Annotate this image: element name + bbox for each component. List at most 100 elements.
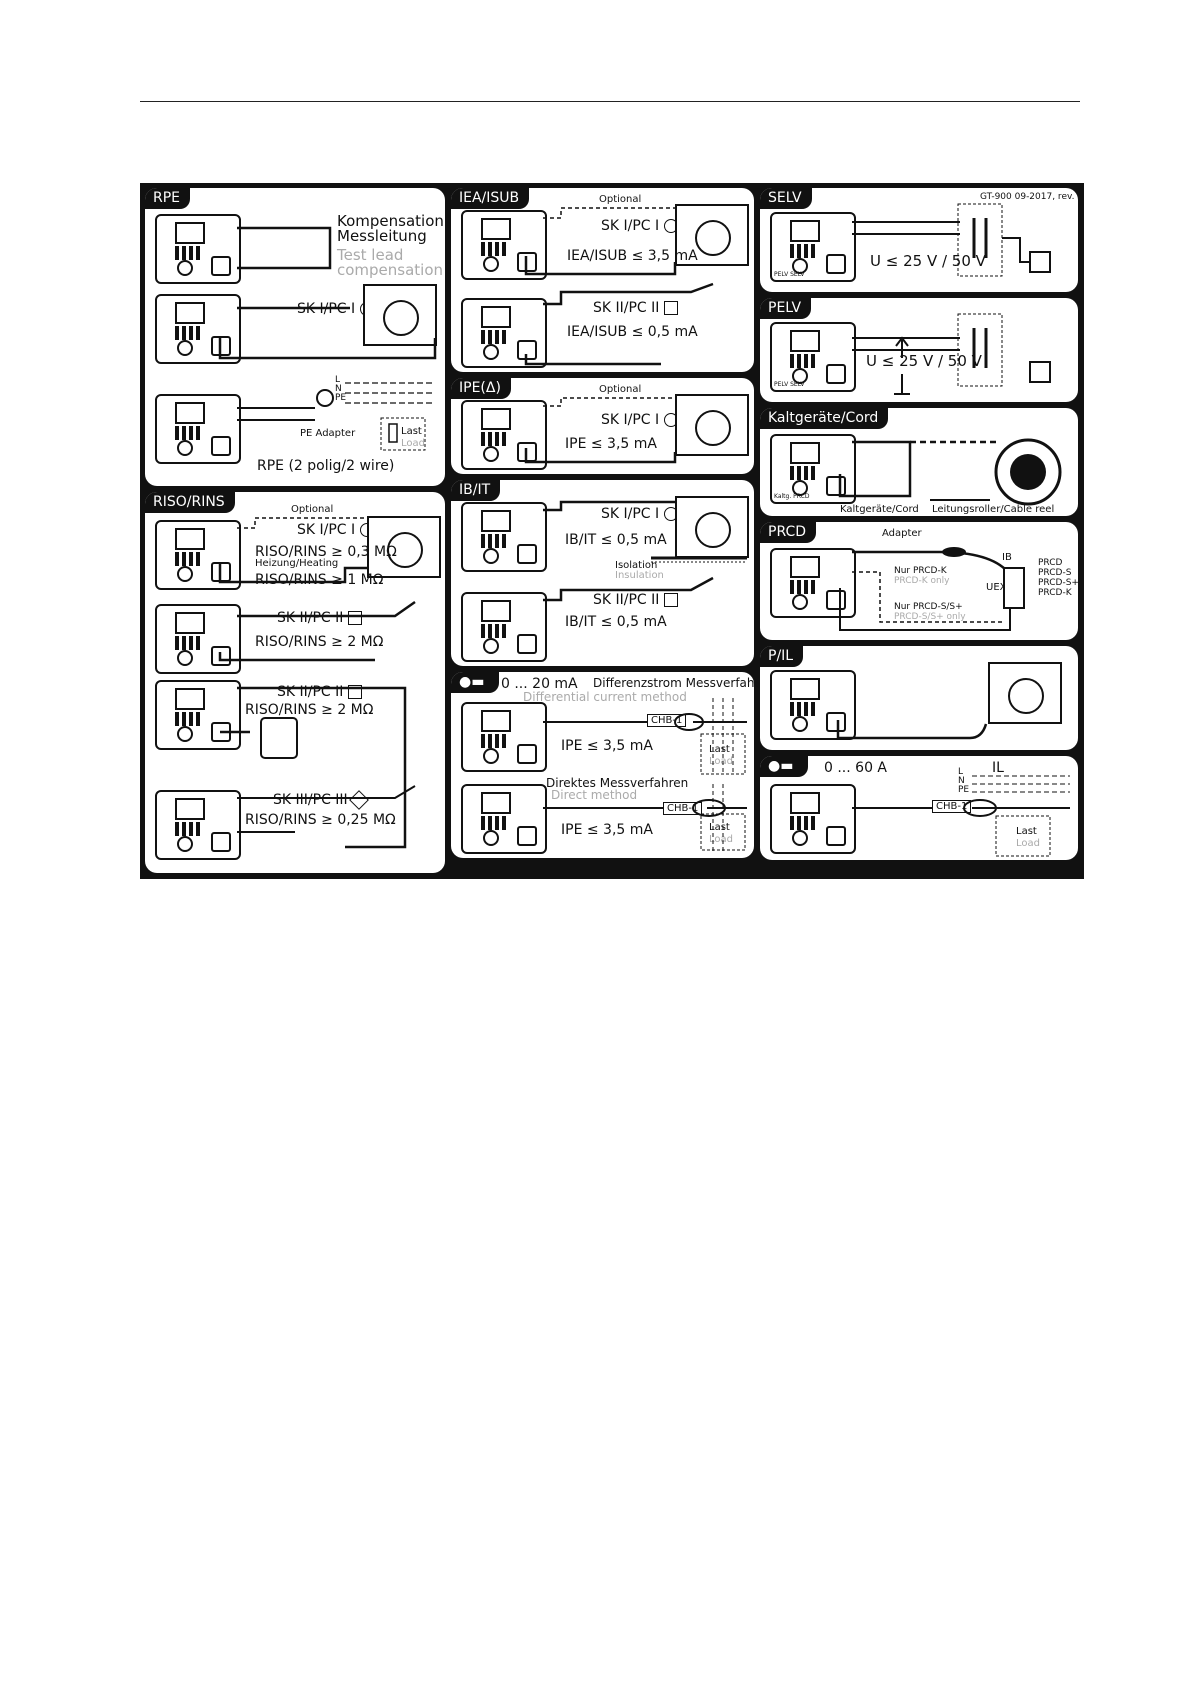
pe-adapter-label: PE Adapter xyxy=(300,428,356,439)
n-label: N xyxy=(335,384,342,394)
panel-riso-title: RISO/RINS xyxy=(145,492,235,513)
kaltgeraete-cord-label: Kaltgeräte/Cord xyxy=(840,504,919,515)
load-label: Load xyxy=(709,756,733,767)
diff-method-en: Differential current method xyxy=(523,690,687,704)
appliance-class-1 xyxy=(675,204,749,266)
l-label: L xyxy=(335,375,341,385)
riso-2b-label: RISO/RINS ≥ 2 MΩ xyxy=(245,702,374,718)
optional-label: Optional xyxy=(599,194,642,205)
riso-025-label: RISO/RINS ≥ 0,25 MΩ xyxy=(245,812,396,828)
adapter-label: Adapter xyxy=(882,528,922,539)
panel-p-il-title: P/IL xyxy=(760,646,804,667)
pelv-voltage-label: U ≤ 25 V / 50 V xyxy=(866,352,982,370)
direct-method-en: Direct method xyxy=(551,788,638,802)
rpe-2pol-label: RPE (2 polig/2 wire) xyxy=(257,458,395,474)
load-label: Load xyxy=(401,438,425,449)
lnpe-label: L N PE xyxy=(335,376,346,403)
prcd-k-only-en: PRCD-K only xyxy=(894,576,950,586)
prcd-type: PRCD xyxy=(1038,558,1063,568)
panel-kaltgeraete-title: Kaltgeräte/Cord xyxy=(760,408,889,429)
prcd-s-only-en: PRCD-S/S+ only xyxy=(894,612,966,622)
load-label: Load xyxy=(1016,838,1040,849)
panel-riso: RISO/RINS Optional SK I/PC I RISO/RINS ≥… xyxy=(145,492,445,873)
tester-device xyxy=(770,670,856,740)
prcd-type: PRCD-S+ xyxy=(1038,578,1078,588)
il-label: IL xyxy=(992,760,1004,776)
sk1-label: SK I/PC I xyxy=(601,412,678,428)
sk2-label: SK II/PC II xyxy=(593,300,678,316)
tester-device xyxy=(155,604,241,674)
appliance-class-1 xyxy=(363,284,437,346)
prcd-k-only-de: Nur PRCD-K xyxy=(894,566,947,576)
l-label: L xyxy=(958,767,964,777)
sk2-text: SK II/PC II xyxy=(593,592,660,608)
sk2-text: SK II/PC II xyxy=(277,684,344,700)
panel-prcd-title: PRCD xyxy=(760,522,817,543)
diff-range-label: 0 ... 20 mA xyxy=(501,676,578,692)
sk1-text: SK I/PC I xyxy=(297,301,356,317)
tester-device xyxy=(155,790,241,860)
tester-device xyxy=(155,294,241,364)
tester-device xyxy=(461,298,547,368)
device-mode-label: PELV SELV xyxy=(774,271,805,278)
tester-device xyxy=(155,394,241,464)
sk1-text: SK I/PC I xyxy=(601,506,660,522)
panel-p-il: P/IL xyxy=(760,646,1078,750)
selv-voltage-label: U ≤ 25 V / 50 V xyxy=(870,252,986,270)
last-label: Last xyxy=(401,426,422,437)
tester-device xyxy=(155,520,241,590)
optional-label: Optional xyxy=(599,384,642,395)
direct-method-de: Direktes Messverfahren xyxy=(546,776,689,790)
lnpe-label: L N PE xyxy=(958,768,969,795)
sk3-text: SK III/PC III xyxy=(273,792,348,808)
last-label: Last xyxy=(1016,826,1037,837)
sk1-label: SK I/PC I xyxy=(601,218,678,234)
panel-selv-title: SELV xyxy=(760,188,812,209)
tester-device xyxy=(155,680,241,750)
panel-kaltgeraete: Kaltgeräte/Cord Kaltg. PRCD Kaltgeräte/C… xyxy=(760,408,1078,516)
tester-device xyxy=(461,702,547,772)
tester-device xyxy=(461,592,547,662)
device-mode-label: Kaltg. PRCD xyxy=(774,493,810,500)
clamp-range-label: 0 ... 60 A xyxy=(824,760,887,776)
sk2-text: SK II/PC II xyxy=(277,610,344,626)
appliance-class-1 xyxy=(367,516,441,578)
n-label: N xyxy=(958,776,965,786)
appliance-class-1 xyxy=(988,662,1062,724)
quick-reference-sheet: RPE Kompensation Messleitung Test lead c… xyxy=(140,183,1084,879)
chb-label: CHB-1 xyxy=(932,800,972,813)
prcd-type: PRCD-S xyxy=(1038,568,1072,578)
tester-device xyxy=(461,210,547,280)
cable-reel-label: Leitungsroller/Cable reel xyxy=(932,504,1055,515)
sk1-text: SK I/PC I xyxy=(601,412,660,428)
sk2-label: SK II/PC II xyxy=(593,592,678,608)
column-2: IEA/ISUB Optional SK I/PC I IEA/ISUB ≤ 3… xyxy=(451,188,754,858)
panel-rpe: RPE Kompensation Messleitung Test lead c… xyxy=(145,188,445,486)
insulation-label: Insulation xyxy=(615,570,664,581)
tester-device xyxy=(461,502,547,572)
prcd-types-list: PRCD PRCD-S PRCD-S+ PRCD-K xyxy=(1038,558,1078,598)
sk3-label: SK III/PC III xyxy=(273,790,370,810)
riso-2a-label: RISO/RINS ≥ 2 MΩ xyxy=(255,634,384,650)
chb-label: CHB-1 xyxy=(647,714,687,727)
panel-ipe: IPE(Δ) Optional SK I/PC I IPE ≤ 3,5 mA xyxy=(451,378,754,474)
compensation-label-de: Kompensation Messleitung xyxy=(337,212,444,245)
prcd-s-only-de: Nur PRCD-S/S+ xyxy=(894,602,963,612)
isolation-label: Isolation xyxy=(615,560,658,571)
iea-35-label: IEA/ISUB ≤ 3,5 mA xyxy=(567,248,698,264)
kalt-title-de: Kaltgeräte/Cord xyxy=(768,410,879,426)
chb-label: CHB-1 xyxy=(663,802,703,815)
panel-ib-title: IB/IT xyxy=(451,480,501,501)
appliance-class-1 xyxy=(675,394,749,456)
ib-05b-label: IB/IT ≤ 0,5 mA xyxy=(565,614,667,630)
last-label: Last xyxy=(709,822,730,833)
clamp-meter-icon: ●▬ xyxy=(451,672,499,693)
uext-label: UEXT xyxy=(986,582,1013,593)
panel-rpe-title: RPE xyxy=(145,188,191,209)
tester-device: PELV SELV xyxy=(770,322,856,392)
sk2-label: SK II/PC II xyxy=(277,610,362,626)
safety-extra-low-voltage-icon xyxy=(349,790,370,810)
riso-1-label: RISO/RINS ≥ 1 MΩ xyxy=(255,572,384,588)
tester-device xyxy=(770,548,856,618)
panel-ib: IB/IT SK I/PC I IB/IT ≤ 0,5 mA Isolation… xyxy=(451,480,754,666)
